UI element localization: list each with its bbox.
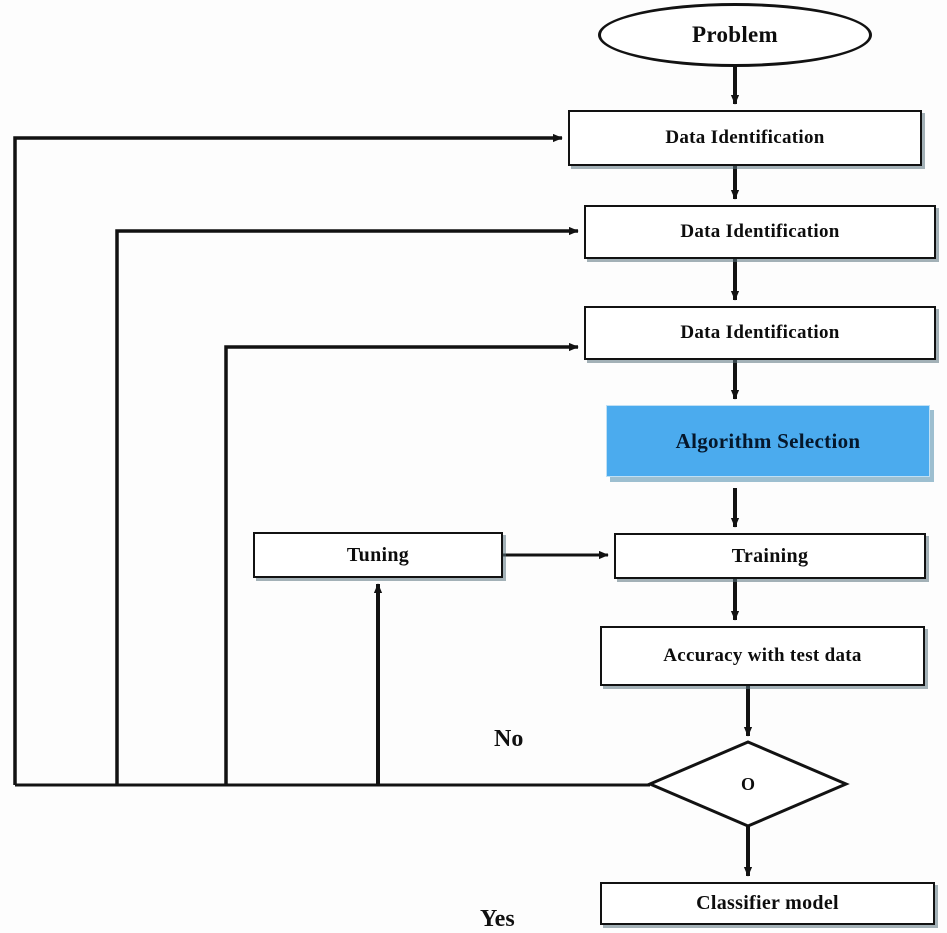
node-accuracy-with-test-data-label: Accuracy with test data [663, 645, 862, 667]
node-decision[interactable]: O [650, 742, 846, 826]
edge-feedback-loop-outer [13, 133, 563, 785]
node-training-label: Training [731, 544, 809, 567]
node-data-identification-1[interactable]: Data Identification [568, 110, 922, 166]
node-accuracy-with-test-data[interactable]: Accuracy with test data [600, 626, 925, 686]
edge-label-yes: Yes [480, 906, 515, 932]
node-data-identification-2[interactable]: Data Identification [584, 205, 936, 259]
edge-label-no: No [494, 726, 524, 752]
node-algorithm-selection[interactable]: Algorithm Selection [606, 405, 930, 477]
edge-feedback-loop-inner [224, 342, 579, 785]
node-training[interactable]: Training [614, 533, 926, 579]
node-problem[interactable]: Problem [598, 3, 872, 67]
node-decision-label: O [740, 773, 755, 794]
node-data-identification-3-label: Data Identification [680, 322, 840, 344]
decision-diamond-shape [646, 740, 850, 828]
edge-feedback-loop-middle [115, 226, 579, 785]
node-tuning-label: Tuning [346, 543, 410, 566]
node-data-identification-3[interactable]: Data Identification [584, 306, 936, 360]
node-data-identification-1-label: Data Identification [665, 127, 825, 149]
node-problem-label: Problem [692, 21, 778, 47]
node-tuning[interactable]: Tuning [253, 532, 503, 578]
node-classifier-model[interactable]: Classifier model [600, 882, 935, 925]
node-data-identification-2-label: Data Identification [680, 221, 840, 243]
node-algorithm-selection-label: Algorithm Selection [675, 428, 861, 453]
node-classifier-model-label: Classifier model [696, 892, 839, 914]
